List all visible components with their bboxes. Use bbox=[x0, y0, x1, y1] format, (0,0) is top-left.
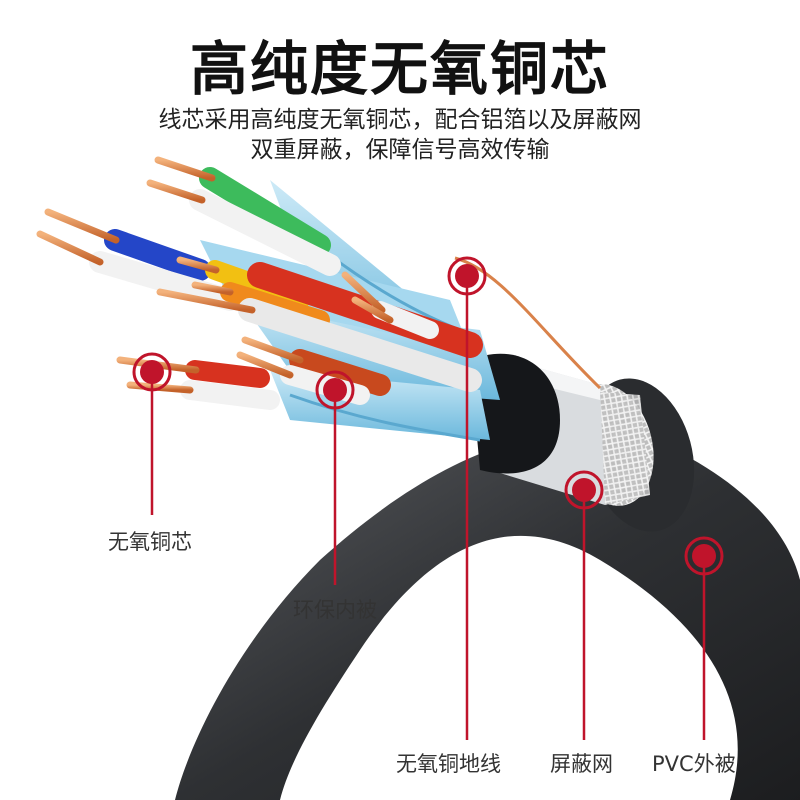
label-oxygen-free-copper-core: 无氧铜芯 bbox=[108, 530, 192, 554]
drain-wire bbox=[454, 256, 602, 390]
marker-shield-mesh bbox=[564, 470, 604, 510]
marker-oxygen-free-copper-core bbox=[132, 352, 172, 392]
subtitle-line-1: 线芯采用高纯度无氧铜芯，配合铝箔以及屏蔽网 bbox=[158, 107, 642, 133]
marker-drain-wire bbox=[447, 256, 487, 296]
marker-eco-inner-jacket bbox=[315, 370, 355, 410]
subtitle-line-2: 双重屏蔽，保障信号高效传输 bbox=[250, 137, 550, 163]
marker-pvc-outer-jacket bbox=[684, 536, 724, 576]
label-shield-mesh: 屏蔽网 bbox=[550, 752, 613, 776]
page-title: 高纯度无氧铜芯 bbox=[189, 35, 610, 103]
copper-conductors bbox=[36, 156, 394, 394]
callout-leader-lines bbox=[150, 278, 706, 740]
label-drain-wire: 无氧铜地线 bbox=[396, 752, 501, 776]
label-pvc-outer-jacket: PVC外被 bbox=[652, 752, 736, 776]
insulated-wires bbox=[89, 167, 483, 410]
label-eco-inner-jacket: 环保内被 bbox=[293, 598, 377, 622]
